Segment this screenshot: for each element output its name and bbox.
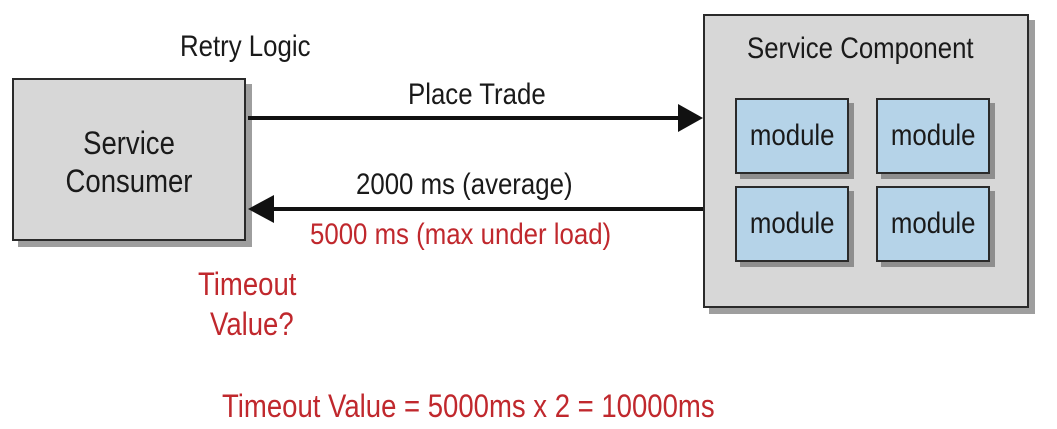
timeout-question-line2: Value? bbox=[210, 306, 294, 342]
timeout-question-line1: Timeout bbox=[198, 266, 297, 302]
module-box: module bbox=[735, 98, 849, 174]
service-component-box: Service Component module module module m… bbox=[703, 14, 1029, 308]
place-trade-arrowhead bbox=[678, 104, 703, 132]
timeout-formula: Timeout Value = 5000ms x 2 = 10000ms bbox=[222, 388, 715, 424]
service-consumer-label: Service Consumer bbox=[65, 125, 193, 199]
max-response-label: 5000 ms (max under load) bbox=[310, 218, 612, 251]
retry-logic-label: Retry Logic bbox=[180, 30, 311, 63]
module-box: module bbox=[876, 186, 990, 262]
response-arrowhead bbox=[248, 195, 274, 223]
average-response-label: 2000 ms (average) bbox=[356, 168, 573, 201]
module-box: module bbox=[735, 186, 849, 262]
place-trade-label: Place Trade bbox=[408, 78, 546, 111]
module-box: module bbox=[876, 98, 990, 174]
service-component-title: Service Component bbox=[747, 32, 974, 65]
service-consumer-box: Service Consumer bbox=[12, 78, 246, 241]
